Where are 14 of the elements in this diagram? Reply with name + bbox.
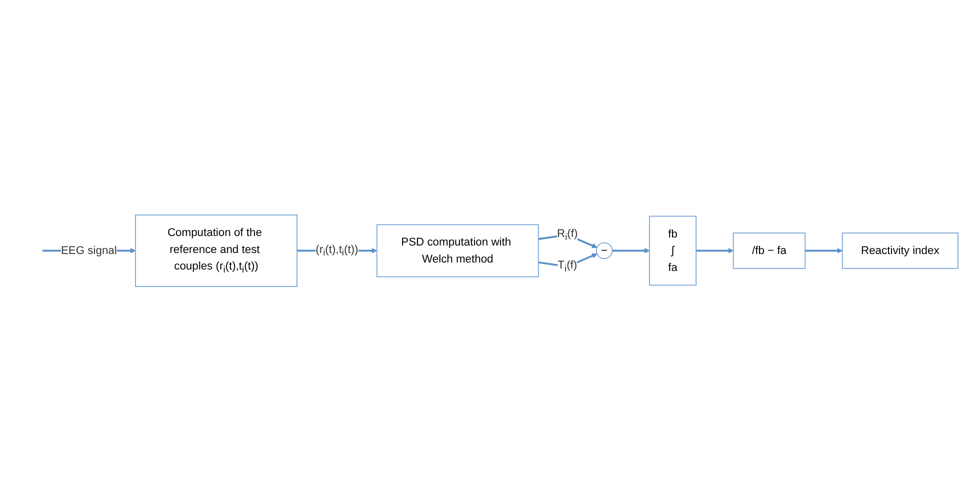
edge-label: T$_{i}$(f) bbox=[558, 259, 578, 274]
node-box: Reactivity index bbox=[842, 232, 958, 270]
arrow bbox=[612, 248, 650, 254]
arrow bbox=[805, 248, 843, 254]
node-box: PSD computation with Welch method bbox=[376, 224, 539, 278]
node-circle: − bbox=[596, 242, 613, 260]
arrow bbox=[696, 248, 734, 254]
node-box: /fb − fa bbox=[732, 232, 806, 270]
edge-label: EEG signal bbox=[60, 244, 117, 257]
edge-label: R$_{i}$(f) bbox=[557, 227, 578, 243]
node-box: Computation of the reference and test couples (r$_{i}$(t),t$_{i}$(t)) bbox=[135, 214, 298, 288]
edge-label: (r$_{i}$(t),t$_{i}$(t)) bbox=[316, 243, 358, 258]
arrow bbox=[538, 254, 598, 268]
node-box: fb ∫ fa bbox=[649, 216, 697, 286]
